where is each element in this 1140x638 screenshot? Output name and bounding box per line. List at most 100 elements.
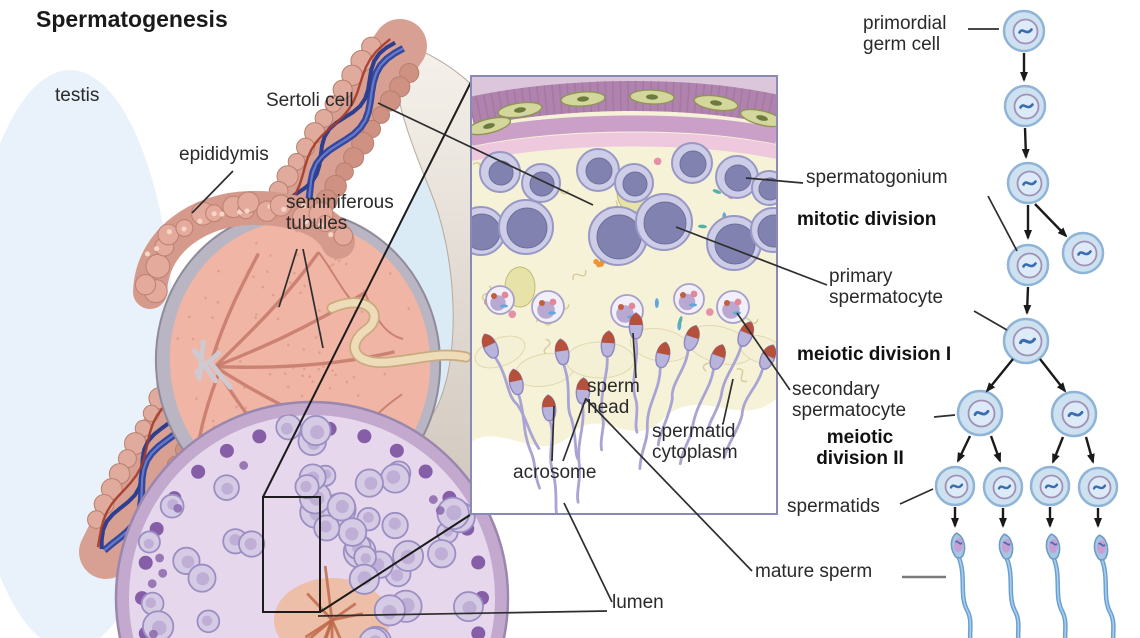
pointer-line [745,177,804,184]
pointer-line [987,195,1018,252]
germ-cell [635,193,693,251]
spermatid [575,377,591,504]
lineage-cell [1002,317,1050,365]
pointer-line [377,102,594,206]
spermatid [599,330,616,452]
pointer-line [736,312,791,391]
mature-sperm-figure [950,532,975,638]
tubule-wall-inset-panel [470,75,778,515]
early-spermatid-cell [673,283,705,315]
division-arrow [985,358,1014,393]
spermatid [656,324,700,447]
division-arrow [989,435,1002,463]
label-primary-spermatocyte: primary spermatocyte [829,266,944,309]
early-spermatid-cell [716,290,750,324]
pointer-line [551,405,555,462]
germ-cell [614,163,654,203]
magnified-region-box [262,496,321,613]
lineage-cell [1061,231,1105,275]
lineage-cell [1006,243,1050,287]
label-mature-sperm: mature sperm [755,561,873,582]
myoid-cell [693,94,739,112]
germ-cell [671,142,713,184]
magnification-wedge [262,81,472,613]
myoid-cell [629,89,675,105]
lineage-cell [1077,466,1119,508]
pointer-line [562,397,587,462]
germ-cell [479,151,521,193]
pointer-line [585,398,753,572]
page-title: Spermatogenesis [36,6,228,32]
label-acrosome: acrosome [513,462,597,483]
division-arrow [1051,436,1065,464]
division-arrow [1034,203,1068,238]
label-secondary-spermatocyte: secondary spermatocyte [792,379,907,422]
early-spermatid-cell [485,285,515,315]
pointer-line [722,378,734,425]
division-arrow [1084,436,1095,464]
pointer-line [317,610,608,617]
pointer-line [675,226,828,286]
label-meiotic-division-ii: meiotic division II [816,427,904,470]
pointer-line [563,502,613,603]
label-testis: testis [55,85,100,106]
lineage-cell [1002,9,1046,53]
label-seminiferous-tubules: seminiferous tubules [286,192,394,235]
lineage-cell [1050,390,1098,438]
division-arrow [1023,286,1032,315]
label-pointer-lines [191,28,1018,617]
lineage-cell [982,466,1024,508]
myoid-cell [497,101,543,119]
germ-cell [471,206,506,256]
myoid-cell [739,108,777,128]
lineage-cell [934,465,976,507]
germ-cell [588,206,648,266]
label-primordial-germ-cell: primordial germ cell [863,13,947,56]
germ-cell [521,163,561,203]
germ-cell [751,170,777,206]
mature-sperm-figure [998,533,1023,638]
spermatid [628,312,644,434]
spermatid [541,394,560,514]
myoid-cell [471,116,512,136]
lineage-cell [1006,161,1050,205]
label-mitotic-division: mitotic division [797,209,937,230]
pointer-line [899,488,934,505]
division-arrow [1021,127,1030,159]
myoid-cell [560,91,606,107]
germ-cell [576,148,620,192]
pointer-line [302,248,324,349]
lineage-cell [956,389,1004,437]
spermatid [508,368,541,490]
spermatid [481,333,541,450]
label-sertoli-cell: Sertoli cell [266,90,354,111]
pointer-line [278,248,298,308]
lineage-cell [1029,465,1071,507]
spermatid [678,344,726,466]
pointer-line [933,414,956,418]
pointer-line [632,332,637,379]
division-arrow [956,435,972,463]
label-spermatid-cytoplasm: spermatid cytoplasm [652,421,738,464]
spermatid [638,341,671,470]
spermatid-cytoplasm-lobe [565,341,635,379]
pointer-line [191,170,234,214]
label-sperm-head: sperm head [587,376,640,419]
spermatid [554,338,580,461]
division-arrow [1039,358,1067,393]
mature-sperm-figure [1093,534,1118,638]
seminiferous-tubule-cross-section [114,400,510,638]
germ-cell [750,207,777,253]
label-spermatids: spermatids [787,496,880,517]
label-meiotic-division-i: meiotic division I [797,344,952,365]
cell-lineage-flowchart [934,9,1119,638]
mature-sperm-figure [1045,533,1070,638]
label-lumen: lumen [612,592,664,613]
germ-cell [498,199,554,255]
lineage-cell [1003,84,1047,128]
label-spermatogonium: spermatogonium [806,167,948,188]
label-epididymis: epididymis [179,144,269,165]
pointer-line [973,310,1008,331]
